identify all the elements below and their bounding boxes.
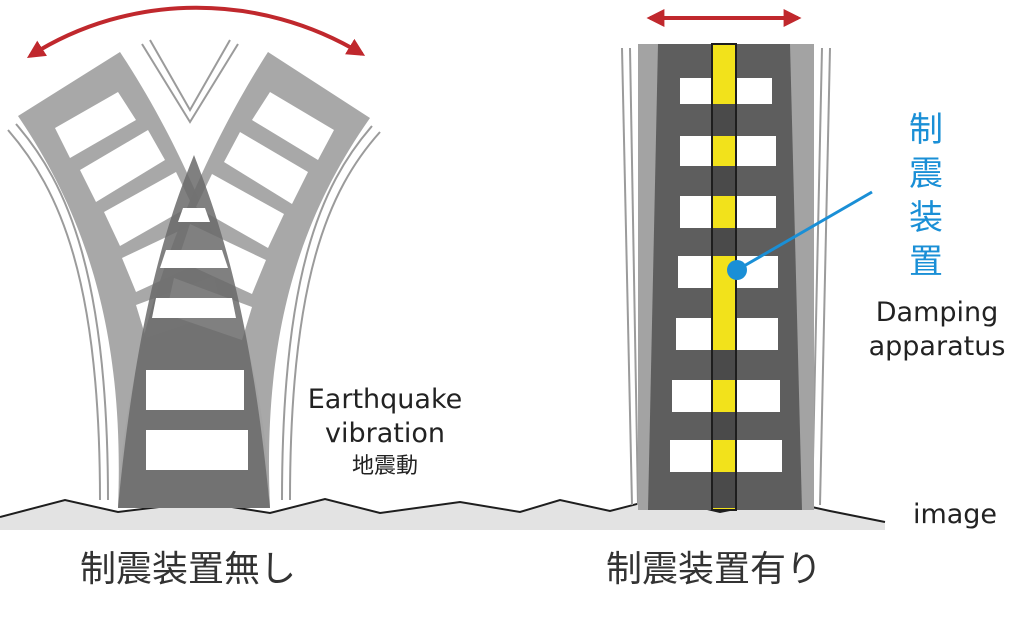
swaying-building-left	[7, 5, 381, 508]
overlap-region	[118, 155, 270, 508]
left-trunk-windows	[146, 208, 248, 470]
device-label-en-2: apparatus	[868, 331, 1006, 362]
device-label-jp-4: 置	[909, 242, 943, 282]
device-label-jp-2: 震	[909, 154, 943, 194]
device-label-jp-3: 装	[909, 198, 943, 238]
device-label-jp-1: 制	[909, 110, 943, 150]
left-motion-lines	[7, 39, 381, 501]
caption-right: 制震装置有り	[606, 549, 823, 590]
damped-building-right	[621, 9, 873, 511]
vibration-label-jp: 地震動	[351, 454, 418, 479]
vibration-label-en-2: vibration	[325, 418, 445, 449]
device-leader-line	[736, 190, 873, 272]
sway-arrow-left	[26, 5, 366, 58]
device-label-en-1: Damping	[875, 297, 999, 328]
image-label: image	[912, 499, 998, 530]
caption-left: 制震装置無し	[80, 549, 297, 590]
device-marker-dot	[727, 260, 747, 280]
right-windows	[670, 78, 782, 472]
vibration-label-en-1: Earthquake	[307, 384, 463, 415]
